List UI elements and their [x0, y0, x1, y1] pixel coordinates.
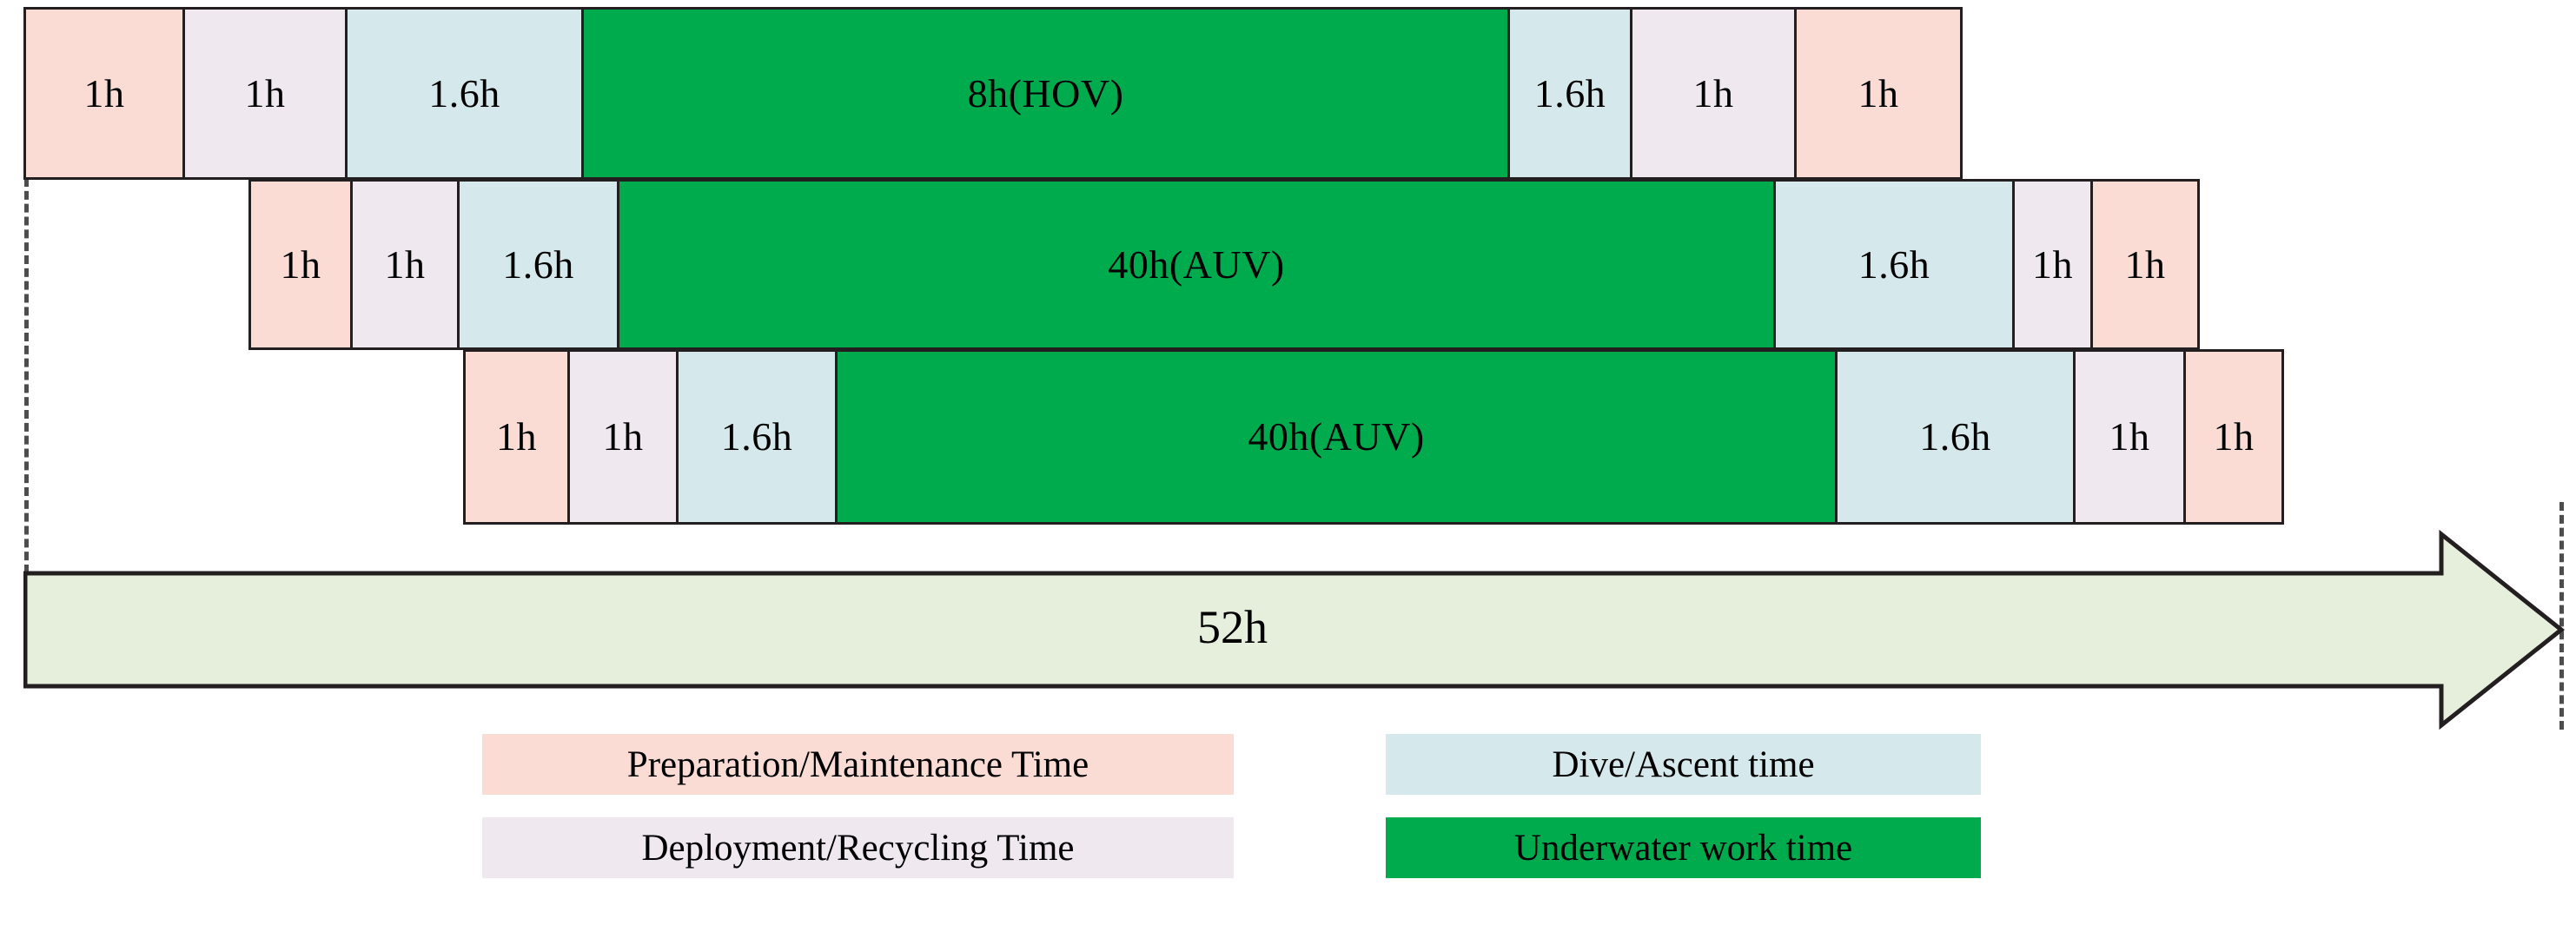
segment-recycling[interactable]: 1h [2012, 179, 2093, 350]
timeline-row-hov: 1h 1h 1.6h 8h(HOV) 1.6h 1h 1h [23, 7, 1963, 180]
arrow-polygon [23, 530, 2565, 730]
segment-deployment[interactable]: 1h [350, 179, 460, 350]
total-duration-label: 52h [1197, 601, 1268, 653]
segment-maintenance[interactable]: 1h [1794, 7, 1963, 180]
segment-recycling[interactable]: 1h [1630, 7, 1797, 180]
segment-work[interactable]: 8h(HOV) [581, 7, 1510, 180]
legend-row-bottom: Deployment/Recycling Time Underwater wor… [482, 817, 2220, 878]
segment-work[interactable]: 40h(AUV) [835, 349, 1838, 525]
segment-dive[interactable]: 1.6h [676, 349, 838, 525]
legend-item-dive[interactable]: Dive/Ascent time [1386, 734, 1981, 795]
segment-recycling[interactable]: 1h [2073, 349, 2186, 525]
segment-dive[interactable]: 1.6h [457, 179, 619, 350]
timeline-row-auv-1: 1h 1h 1.6h 40h(AUV) 1.6h 1h 1h [248, 179, 2200, 350]
arrow-shape [23, 530, 2565, 730]
segment-dive[interactable]: 1.6h [345, 7, 584, 180]
segment-maintenance[interactable]: 1h [2183, 349, 2284, 525]
segment-deployment[interactable]: 1h [567, 349, 679, 525]
legend-item-work[interactable]: Underwater work time [1386, 817, 1981, 878]
segment-preparation[interactable]: 1h [463, 349, 570, 525]
segment-ascent[interactable]: 1.6h [1773, 179, 2015, 350]
dashed-guide-right [2559, 502, 2564, 730]
segment-deployment[interactable]: 1h [182, 7, 348, 180]
timeline-row-auv-2: 1h 1h 1.6h 40h(AUV) 1.6h 1h 1h [463, 349, 2284, 525]
total-duration-arrow: 52h [23, 530, 2565, 730]
legend-row-top: Preparation/Maintenance Time Dive/Ascent… [482, 734, 2220, 795]
segment-maintenance[interactable]: 1h [2090, 179, 2200, 350]
segment-work[interactable]: 40h(AUV) [617, 179, 1776, 350]
legend-item-preparation[interactable]: Preparation/Maintenance Time [482, 734, 1234, 795]
segment-ascent[interactable]: 1.6h [1507, 7, 1632, 180]
dashed-guide-left [24, 178, 29, 573]
segment-preparation[interactable]: 1h [23, 7, 185, 180]
segment-preparation[interactable]: 1h [248, 179, 353, 350]
legend: Preparation/Maintenance Time Dive/Ascent… [482, 734, 2220, 901]
legend-item-deployment[interactable]: Deployment/Recycling Time [482, 817, 1234, 878]
segment-ascent[interactable]: 1.6h [1835, 349, 2076, 525]
